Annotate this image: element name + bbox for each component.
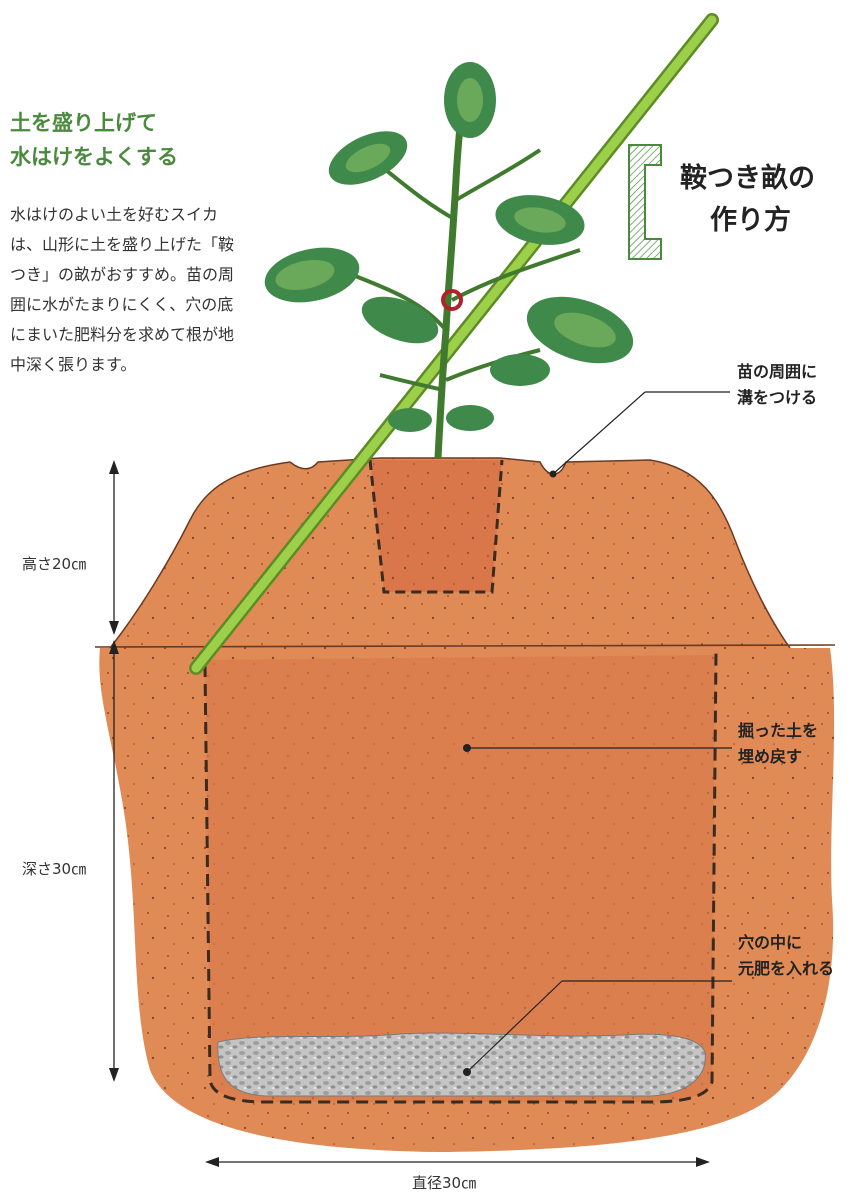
watermelon-seedling — [260, 62, 642, 458]
fertilizer-layer — [218, 1033, 705, 1096]
label-trench-line2: 溝をつける — [737, 385, 817, 411]
title-line1: 鞍つき畝の — [680, 158, 865, 200]
diameter-label: 直径30㎝ — [412, 1172, 476, 1193]
label-fertilizer-line1: 穴の中に — [738, 930, 834, 956]
label-refill-line1: 掘った土を — [738, 718, 818, 744]
headline-line1: 土を盛り上げて — [10, 106, 260, 140]
label-fertilizer: 穴の中に 元肥を入れる — [738, 930, 834, 982]
label-refill-line2: 埋め戻す — [738, 744, 818, 770]
label-trench-line1: 苗の周囲に — [737, 359, 817, 385]
headline: 土を盛り上げて 水はけをよくする — [10, 106, 260, 174]
height-label: 高さ20㎝ — [22, 553, 86, 574]
headline-line2: 水はけをよくする — [10, 140, 260, 174]
label-fertilizer-line2: 元肥を入れる — [738, 956, 834, 982]
section-title: 鞍つき畝の 作り方 — [680, 158, 865, 242]
label-trench: 苗の周囲に 溝をつける — [737, 359, 817, 411]
description: 水はけのよい土を好むスイカは、山形に土を盛り上げた「鞍つき」の畝がおすすめ。苗の… — [10, 200, 242, 380]
depth-label: 深さ30㎝ — [22, 858, 86, 879]
title-line2: 作り方 — [680, 200, 865, 242]
label-refill: 掘った土を 埋め戻す — [738, 718, 818, 770]
hatched-bracket-icon — [627, 143, 663, 261]
